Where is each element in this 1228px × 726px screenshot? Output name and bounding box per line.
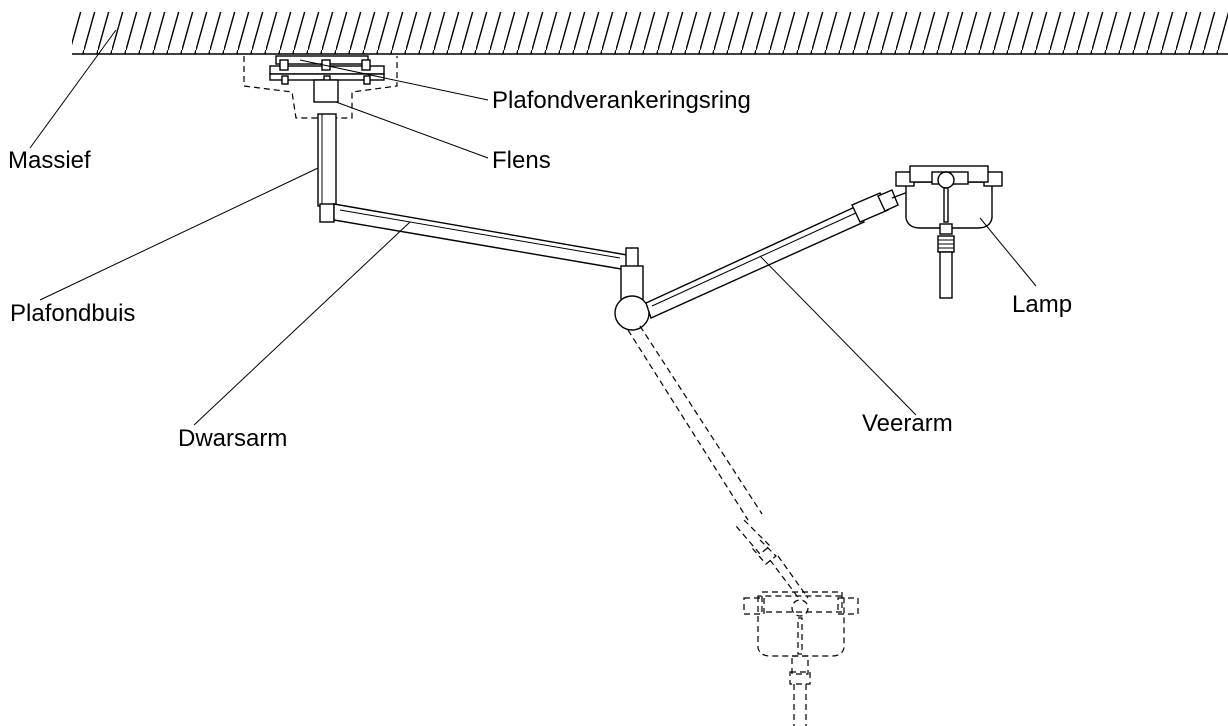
ceiling-tube [317,113,337,223]
label-lamp: Lamp [1012,291,1072,318]
leader-lamp [979,217,1037,287]
leader-massief [29,29,117,149]
leader-plafondverankeringsring [299,59,489,101]
ceiling-hatch [72,12,1228,55]
lamp-solid [895,165,1003,299]
label-plafondbuis: Plafondbuis [10,300,135,327]
spring-arm-alternate-position [627,325,809,601]
joint-circle [614,295,650,331]
leader-plafondbuis [39,167,319,301]
lamp-alternate-position [743,591,859,726]
label-veerarm: Veerarm [862,410,953,437]
label-plafondverankeringsring: Plafondverankeringsring [492,87,751,114]
cross-arm [333,203,644,307]
leader-flens [335,101,489,159]
label-flens: Flens [492,147,551,174]
spring-arm [645,179,941,319]
flange [313,79,339,103]
leader-veerarm [759,255,917,416]
label-massief: Massief [8,147,91,174]
label-dwarsarm: Dwarsarm [178,425,287,452]
leader-dwarsarm [193,221,411,426]
